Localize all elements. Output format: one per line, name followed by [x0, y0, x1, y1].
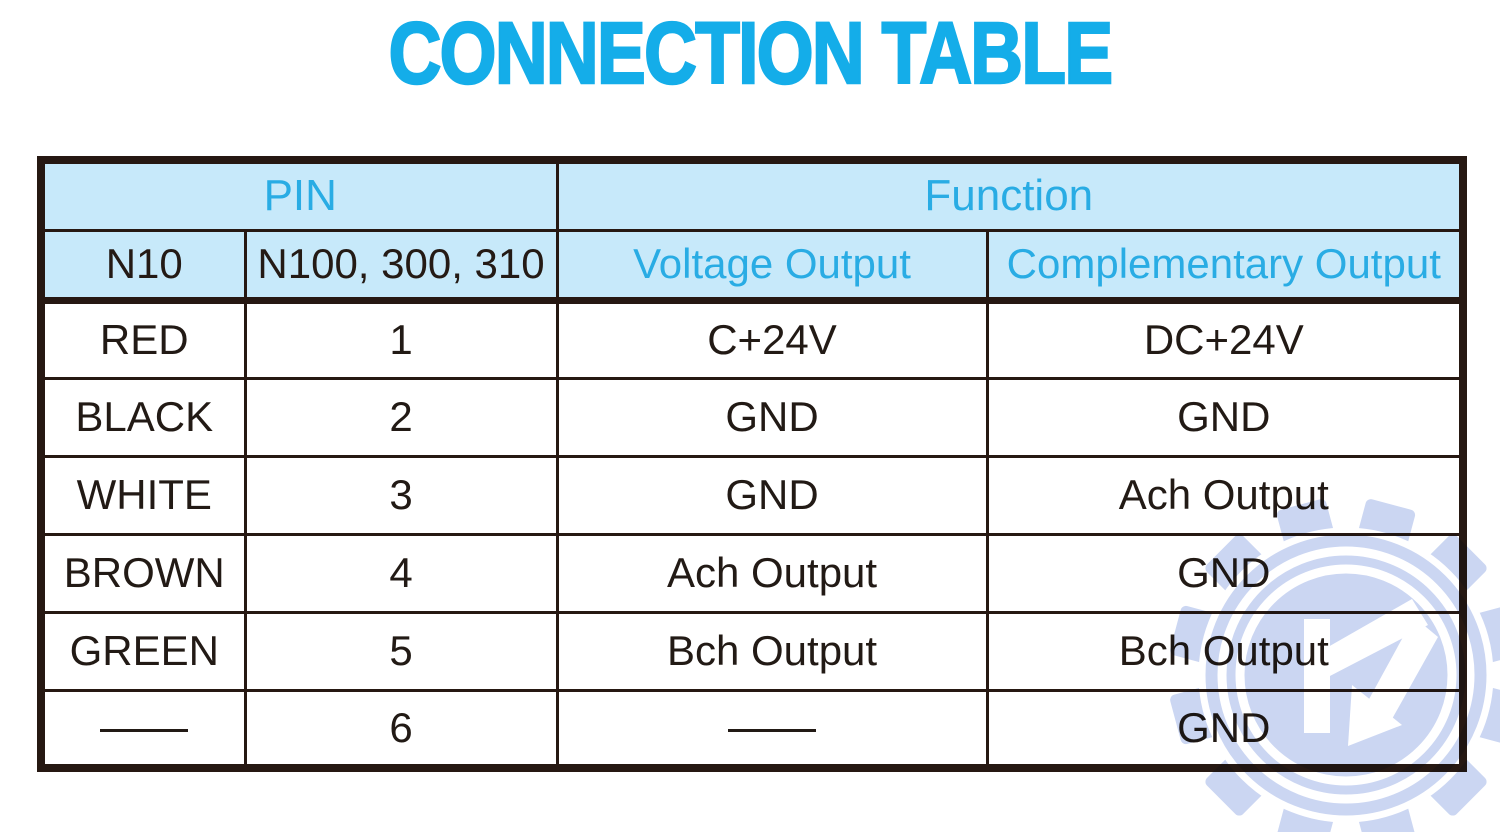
table-cell: [39, 688, 247, 770]
table-cell: 5: [243, 610, 559, 692]
sub-header-cell: Complementary Output: [985, 228, 1465, 304]
table-cell: GND: [985, 532, 1465, 614]
table-cell: RED: [39, 298, 247, 380]
table-cell: GND: [555, 454, 989, 536]
sub-header-cell: N100, 300, 310: [243, 228, 559, 304]
table-cell: 6: [243, 688, 559, 770]
table-cell: Bch Output: [555, 610, 989, 692]
dash-placeholder: [100, 729, 189, 733]
table-cell: 4: [243, 532, 559, 614]
group-header-pin: PIN: [39, 158, 559, 232]
table-cell: 1: [243, 298, 559, 380]
table-cell: DC+24V: [985, 298, 1465, 380]
table-cell: WHITE: [39, 454, 247, 536]
table-cell: Ach Output: [555, 532, 989, 614]
table-cell: GND: [985, 376, 1465, 458]
table-cell: BROWN: [39, 532, 247, 614]
table-cell: 2: [243, 376, 559, 458]
table-cell: GREEN: [39, 610, 247, 692]
table-cell: GND: [555, 376, 989, 458]
table-cell: Bch Output: [985, 610, 1465, 692]
table-cell: BLACK: [39, 376, 247, 458]
table-cell: GND: [985, 688, 1465, 770]
table-row: 6 GND: [39, 688, 1465, 770]
table-cell: [555, 688, 989, 770]
group-header-function: Function: [555, 158, 1465, 232]
sub-header-cell: Voltage Output: [555, 228, 989, 304]
table-cell: 3: [243, 454, 559, 536]
sub-header-cell: N10: [39, 228, 247, 304]
dash-placeholder: [728, 729, 817, 733]
page-title: CONNECTION TABLE: [388, 5, 1115, 102]
table-cell: C+24V: [555, 298, 989, 380]
table-cell: Ach Output: [985, 454, 1465, 536]
